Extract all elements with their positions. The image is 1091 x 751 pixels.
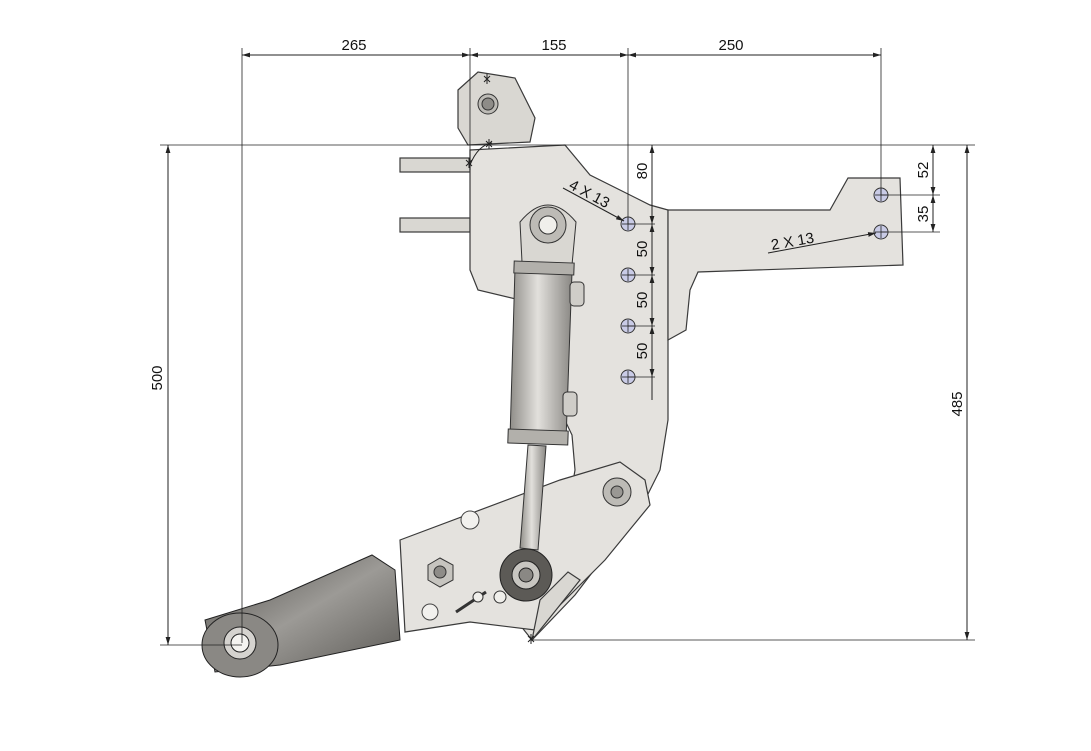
construction-marks [465,74,535,644]
dim-155: 155 [541,37,566,54]
dim-485: 485 [949,391,966,416]
nut-and-pin [427,557,507,614]
lower-arm [201,554,401,678]
dim-50-c: 50 [634,343,651,360]
dim-265: 265 [341,37,366,54]
hydraulic-cylinder [499,204,585,602]
dim-35: 35 [915,206,932,223]
dim-80: 80 [634,163,651,180]
dimension-lines [165,52,970,645]
dim-50-b: 50 [634,292,651,309]
dim-250: 250 [718,37,743,54]
extension-lines [160,48,975,646]
dim-50-a: 50 [634,241,651,258]
dim-500: 500 [149,365,166,390]
dim-52: 52 [915,162,932,179]
